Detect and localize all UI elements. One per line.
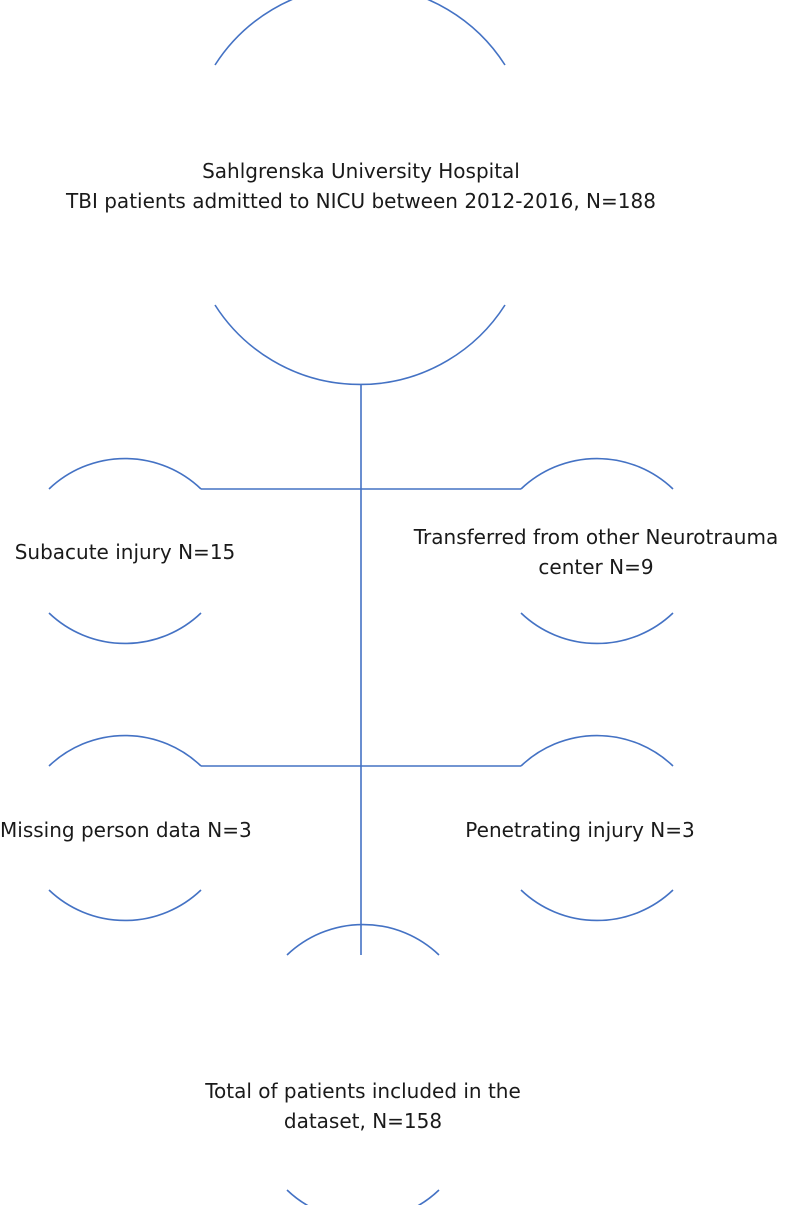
subacute-node-line1: Subacute injury N=15 [14,540,236,564]
missing-node-top-arc [48,734,202,767]
subacute-node-top-arc [48,457,202,490]
source-node-line2: TBI patients admitted to NICU between 20… [66,189,656,213]
missing-node-label: Missing person data N=3 [0,815,252,845]
source-node-line1: Sahlgrenska University Hospital [202,159,520,183]
subacute-node-bottom-arc [48,612,202,645]
source-node-label: Sahlgrenska University Hospital TBI pati… [0,156,722,216]
penetrating-node-top-arc [520,734,674,767]
missing-node-bottom-arc [48,889,202,922]
penetrating-node-line1: Penetrating injury N=3 [465,818,695,842]
missing-node-line1: Missing person data N=3 [0,818,252,842]
penetrating-node-label: Penetrating injury N=3 [430,815,730,845]
transferred-node-label: Transferred from other Neurotrauma cente… [405,522,787,582]
included-node-line1: Total of patients included in the [205,1079,521,1103]
source-node-top-arc [214,0,506,66]
included-node-top-arc [286,923,440,956]
penetrating-node-bottom-arc [520,889,674,922]
included-node-label: Total of patients included in the datase… [163,1076,563,1136]
transferred-node-line2: center N=9 [538,555,654,579]
transferred-node-bottom-arc [520,612,674,645]
source-node-bottom-arc [214,304,506,386]
included-node-line2: dataset, N=158 [283,1109,443,1133]
transferred-node-top-arc [520,457,674,490]
included-node-bottom-arc [286,1189,440,1205]
transferred-node-line1: Transferred from other Neurotrauma [413,525,779,549]
subacute-node-label: Subacute injury N=15 [0,537,250,567]
